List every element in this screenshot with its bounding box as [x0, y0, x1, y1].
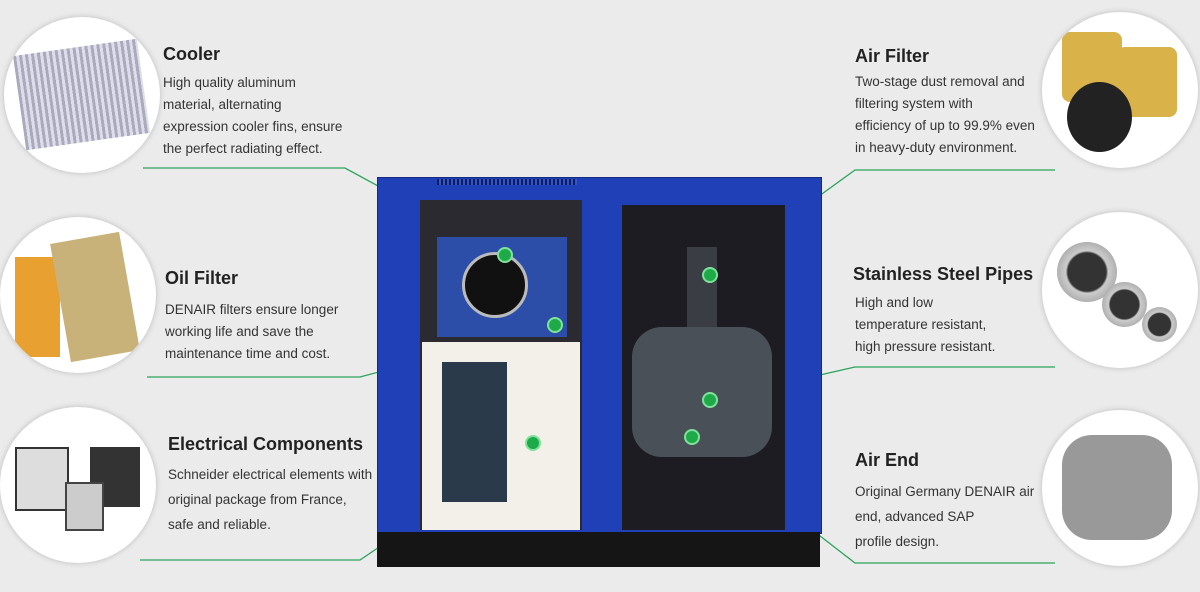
air-end-marker — [684, 429, 700, 445]
electrical-components-image — [0, 407, 156, 563]
oil-filter-image — [0, 217, 156, 373]
cooler-marker — [497, 247, 513, 263]
air-filter-title: Air Filter — [855, 46, 930, 66]
pipes-marker — [702, 392, 718, 408]
air-end-image — [1042, 410, 1198, 566]
stainless-steel-pipes-title: Stainless Steel Pipes — [853, 264, 1034, 284]
cooler-title: Cooler — [163, 44, 221, 64]
air-filter-marker — [702, 267, 718, 283]
air-filter-image — [1042, 12, 1198, 168]
stainless-steel-pipes-image — [1042, 212, 1198, 368]
electrical-marker — [525, 435, 541, 451]
cooler-image — [4, 17, 160, 173]
oil-filter-marker — [547, 317, 563, 333]
oil-filter-title: Oil Filter — [165, 268, 239, 288]
air-end-title: Air End — [855, 450, 920, 470]
compressor-machine — [377, 177, 822, 567]
electrical-components-title: Electrical Components — [168, 434, 364, 454]
